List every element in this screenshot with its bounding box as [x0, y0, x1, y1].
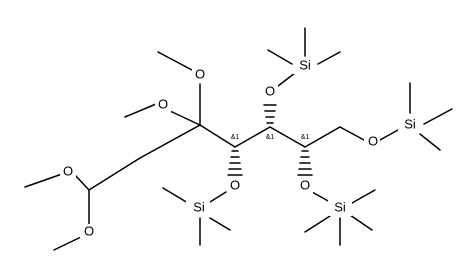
bond-si-c5-methyl-right-down — [349, 214, 373, 231]
atom-label-layer: O O O O O Si O Si O Si O Si — [60, 57, 422, 240]
bond-c2-c3 — [139, 124, 201, 159]
bond-c7-o-tms-c6 — [339, 126, 365, 141]
bond-si-c4-methyl-right — [317, 51, 341, 65]
bond-c4-c5 — [234, 126, 271, 148]
bond-c1-o-acetal-top — [74, 174, 90, 191]
atom-si-c6: Si — [404, 116, 416, 131]
stereo-label-c5: &1 — [301, 134, 310, 141]
stereo-label-layer: &1 &1 &1 — [231, 134, 310, 141]
bond-c5-c6 — [269, 126, 306, 148]
stereo-label-c3: &1 — [231, 134, 240, 141]
atom-si-c4: Si — [299, 57, 311, 72]
bond-c6-c7 — [304, 126, 341, 148]
bond-si-c4-methyl-left — [267, 49, 293, 65]
bond-si-c3-methyl-left — [162, 187, 189, 204]
bond-o-si-c6 — [379, 129, 399, 141]
atom-o-acetal-top: O — [63, 163, 73, 178]
atom-o-acetal-bottom: O — [84, 223, 94, 238]
stereo-label-c4: &1 — [266, 134, 275, 141]
bond-o-acetal-top-methyl — [24, 173, 63, 188]
bond-si-c5-methyl-left — [304, 215, 331, 233]
bond-si-c3-methyl-right — [209, 217, 231, 231]
bond-o-methoxy-top-methyl — [157, 51, 193, 71]
bond-c1-c2 — [88, 157, 141, 191]
bond-si-c6-methyl-right — [423, 108, 453, 125]
atom-o-tms-c4: O — [265, 83, 275, 98]
bond-o-methoxy-mid-methyl — [124, 103, 157, 118]
atom-si-c5: Si — [334, 199, 346, 214]
bond-o-tms-c5-si — [311, 191, 331, 203]
atom-o-methoxy-top: O — [195, 66, 205, 81]
bond-si-c6-methyl-down — [419, 133, 441, 151]
atom-o-methoxy-mid: O — [158, 96, 168, 111]
hash-bond-c3-o — [227, 150, 243, 176]
hash-bond-c5-o — [297, 150, 313, 176]
atom-o-tms-c5: O — [300, 177, 310, 192]
bond-o-tms-c4-si — [277, 72, 296, 87]
atom-si-c3: Si — [193, 199, 205, 214]
bond-si-c5-methyl-right — [351, 189, 376, 204]
bond-c3-c4 — [199, 124, 236, 148]
bond-c2-o-methoxy-mid — [169, 110, 201, 126]
bond-o-acetal-bottom-methyl — [53, 235, 84, 251]
atom-o-tms-c3: O — [230, 177, 240, 192]
bond-o-tms-c3-si — [209, 191, 227, 203]
atom-o-tms-c6: O — [368, 133, 378, 148]
bond-layer — [24, 27, 453, 251]
hash-bond-c4-o — [262, 98, 278, 124]
